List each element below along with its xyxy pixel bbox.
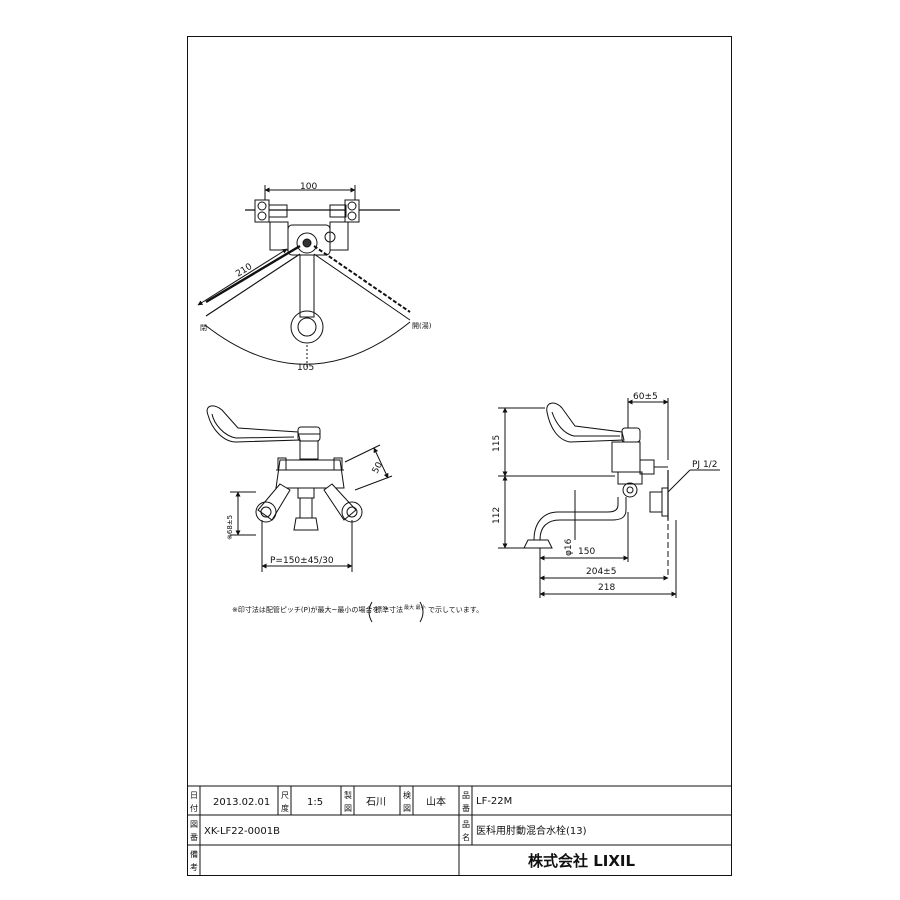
- scale-value: 1:5: [307, 797, 323, 808]
- dim-side-offset: 60±5: [633, 392, 658, 402]
- label-drawing-no-1: 図: [190, 820, 198, 829]
- top-view: [197, 185, 411, 368]
- label-drawn-2: 図: [344, 804, 352, 813]
- product-no-value: LF-22M: [476, 796, 512, 807]
- label-scale-2: 度: [281, 803, 289, 813]
- checked-by-value: 山本: [426, 795, 446, 808]
- label-product-name-2: 名: [462, 832, 470, 842]
- label-date-2: 付: [190, 803, 198, 813]
- product-name-value: 医科用肘動混合水栓(13): [476, 824, 587, 837]
- company-name: 株式会社 LIXIL: [528, 852, 636, 870]
- label-date-1: 日: [190, 791, 198, 800]
- dim-top-width: 100: [300, 182, 317, 192]
- note-paren-sub: 最大 最小: [404, 604, 426, 611]
- dim-side-diameter: φ16: [564, 538, 574, 556]
- label-checked-2: 図: [403, 804, 411, 813]
- label-drawing-no-2: 番: [190, 832, 198, 842]
- dim-side-pipe: PJ 1/2: [692, 460, 717, 470]
- drawn-by-value: 石川: [366, 797, 386, 808]
- label-scale-1: 尺: [281, 791, 289, 800]
- dim-side-spout: 150: [578, 547, 595, 557]
- note-suffix: で示しています。: [428, 606, 483, 614]
- dim-side-reach: 204±5: [586, 567, 616, 577]
- note-prefix: ※印寸法は配管ピッチ(P)が最大~最小の場合を: [232, 605, 379, 614]
- dim-side-lower: 112: [492, 507, 502, 524]
- date-value: 2013.02.01: [213, 797, 270, 808]
- label-drawn-1: 製: [344, 790, 352, 800]
- label-remarks-2: 考: [190, 863, 198, 872]
- dim-side-total: 218: [598, 583, 615, 593]
- label-product-no-1: 品: [462, 791, 470, 800]
- drawing-no-value: XK-LF22-0001B: [204, 826, 280, 837]
- note-paren-label: 標準寸法: [375, 605, 403, 614]
- dim-front-pitch: P=150±45/30: [270, 556, 334, 566]
- dim-side-upper: 115: [492, 435, 502, 452]
- dim-top-arm: 210: [234, 262, 254, 280]
- label-checked-1: 検: [403, 790, 411, 800]
- label-open: 開(湯): [412, 321, 432, 330]
- title-block: [187, 785, 732, 876]
- label-closed: 閉: [200, 324, 207, 332]
- label-product-no-2: 番: [462, 803, 470, 813]
- front-view: [206, 405, 393, 572]
- dim-top-arc: 105: [297, 363, 314, 373]
- side-view: [498, 398, 720, 598]
- dim-front-height: ※68±5: [226, 515, 234, 540]
- dim-front-angle: 50: [371, 460, 385, 475]
- label-product-name-1: 品: [462, 820, 470, 829]
- label-remarks-1: 備: [190, 849, 198, 859]
- dimension-note: ※印寸法は配管ピッチ(P)が最大~最小の場合を 標準寸法 最大 最小 で示してい…: [232, 601, 483, 623]
